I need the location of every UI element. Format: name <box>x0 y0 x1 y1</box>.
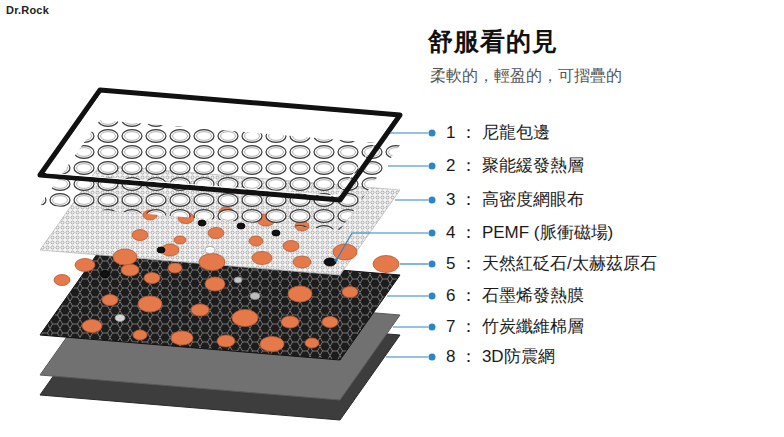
coil-layer <box>40 120 400 230</box>
stone <box>171 331 193 345</box>
stone <box>113 249 137 265</box>
leader-line <box>387 295 428 296</box>
layer-label: 7 ： 竹炭纖維棉層 <box>446 317 584 337</box>
bullet-dot <box>429 324 436 331</box>
stone <box>82 320 102 333</box>
stone <box>75 259 95 272</box>
stone-layer <box>54 244 399 286</box>
subtitle: 柔軟的，輕盈的，可摺疊的 <box>430 66 622 85</box>
bullet-dot <box>429 197 436 204</box>
stone <box>199 254 225 271</box>
bullet-dot <box>429 230 436 237</box>
stone <box>208 228 224 239</box>
stone <box>232 310 258 327</box>
leader-line <box>395 199 428 200</box>
leader-end-dot <box>334 258 338 262</box>
brand-logo: Dr.Rock <box>6 4 49 17</box>
stone <box>322 317 338 328</box>
stone <box>132 230 148 241</box>
bullet-dot <box>429 261 436 268</box>
leader-line <box>390 132 428 133</box>
stone <box>293 256 311 268</box>
stone <box>281 316 299 328</box>
leader-line <box>388 165 428 166</box>
stone <box>133 330 147 340</box>
magnet <box>272 230 280 236</box>
stone <box>115 315 125 322</box>
stone <box>102 295 118 306</box>
stone <box>250 293 260 300</box>
bullet-dot <box>429 163 436 170</box>
leader-lines <box>337 133 428 357</box>
bullet-dot <box>429 354 436 361</box>
leader-line <box>400 263 428 264</box>
bullet-dot <box>429 130 436 137</box>
layer-label: 2 ： 聚能緩發熱層 <box>446 156 584 176</box>
magnet <box>198 220 206 226</box>
stone <box>305 338 319 348</box>
magnet <box>205 247 215 254</box>
nylon-border <box>40 90 400 200</box>
stone <box>138 296 162 312</box>
stone <box>234 277 242 283</box>
stone <box>373 256 399 273</box>
stone <box>288 286 312 302</box>
layer-label: 1 ： 尼龍包邊 <box>446 123 550 143</box>
graphene-stones <box>82 263 358 352</box>
stone <box>100 271 110 278</box>
leader-line <box>337 233 428 259</box>
layer-label: 8 ： 3D防震網 <box>446 347 555 367</box>
stone <box>144 273 160 284</box>
stone <box>260 337 284 352</box>
title: 舒服看的見 <box>428 26 558 56</box>
stone <box>121 264 139 276</box>
stone <box>252 252 272 265</box>
stone <box>333 244 357 260</box>
layer-label: 5 ： 天然紅砭石/太赫茲原石 <box>446 254 657 274</box>
leader-line <box>393 326 428 327</box>
stone <box>191 304 209 316</box>
stone <box>174 236 186 244</box>
layer-label: 3 ： 高密度網眼布 <box>446 190 584 210</box>
magnet <box>237 223 245 229</box>
bullet-dot <box>429 293 436 300</box>
stone <box>168 263 182 273</box>
layer-label: 4 ： PEMF (脈衝磁場) <box>446 223 613 243</box>
magnet <box>324 258 336 266</box>
layer-label: 6 ： 石墨烯發熱膜 <box>446 286 584 306</box>
stone <box>54 275 70 286</box>
leader-line <box>386 356 428 357</box>
stone <box>217 335 235 347</box>
magnet <box>157 247 165 253</box>
nylon-border-inner <box>46 94 394 196</box>
stone <box>342 287 358 298</box>
stone <box>205 277 225 291</box>
stone <box>249 236 263 246</box>
bullets <box>334 130 435 361</box>
stone <box>283 241 299 252</box>
